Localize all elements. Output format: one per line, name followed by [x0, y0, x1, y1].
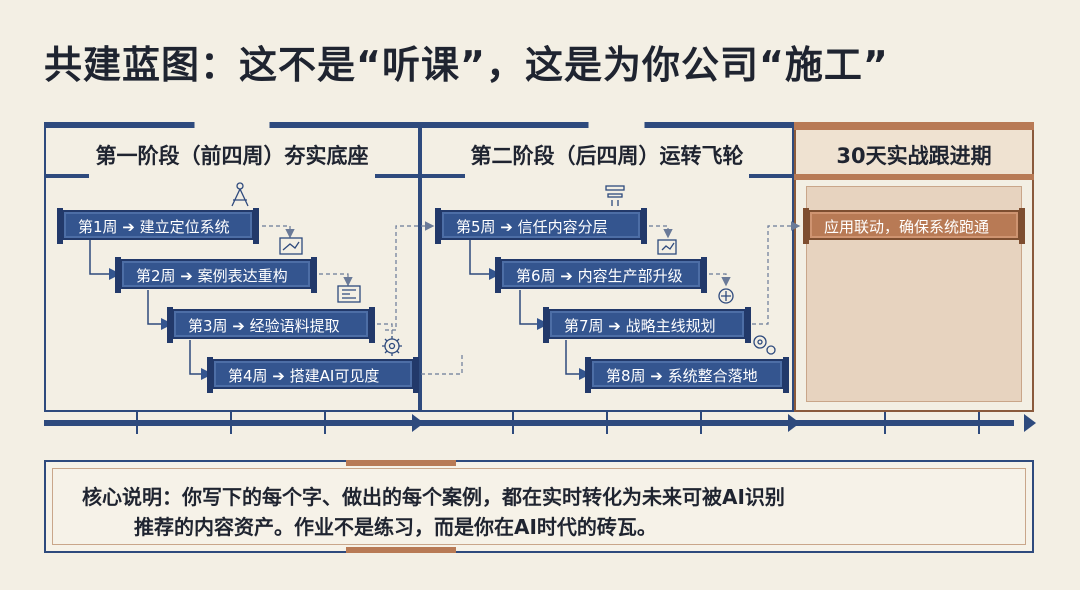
step-week-4: 第4周 ➔ 搭建AI可见度 — [212, 359, 414, 389]
step-week-3: 第3周 ➔ 经验语料提取 — [172, 309, 370, 339]
scroll-cap-left — [803, 208, 809, 244]
scroll-cap-left — [115, 257, 121, 293]
scroll-cap-right — [783, 357, 789, 393]
scroll-cap-right — [253, 208, 259, 244]
scroll-cap-left — [435, 208, 441, 244]
step-week-7: 第7周 ➔ 战略主线规划 — [548, 309, 746, 339]
step-label: 第5周 ➔ 信任内容分层 — [456, 218, 608, 236]
scroll-cap-left — [495, 257, 501, 293]
note-line-2: 推荐的内容资产。作业不是练习，而是你在AI时代的砖瓦。 — [82, 512, 1012, 542]
core-note-box: 核心说明：你写下的每个字、做出的每个案例，都在实时转化为未来可被AI识别 推荐的… — [44, 460, 1034, 553]
step-week-8: 第8周 ➔ 系统整合落地 — [590, 359, 784, 389]
scroll-cap-right — [1019, 208, 1025, 244]
note-line-1: 核心说明：你写下的每个字、做出的每个案例，都在实时转化为未来可被AI识别 — [82, 485, 785, 509]
gear-icon — [382, 336, 402, 356]
diagram-icon — [606, 186, 624, 206]
note-bottom-accent — [346, 547, 456, 553]
step-label: 第3周 ➔ 经验语料提取 — [188, 317, 340, 335]
step-follow-up: 应用联动，确保系统跑通 — [808, 210, 1020, 240]
scroll-cap-right — [701, 257, 707, 293]
chart-icon — [658, 240, 676, 254]
step-label: 第6周 ➔ 内容生产部升级 — [516, 267, 683, 285]
scroll-cap-left — [543, 307, 549, 343]
note-top-accent — [346, 460, 456, 466]
gears-icon — [754, 336, 775, 354]
scroll-cap-left — [167, 307, 173, 343]
core-note-text: 核心说明：你写下的每个字、做出的每个案例，都在实时转化为未来可被AI识别 推荐的… — [82, 482, 1012, 542]
step-week-1: 第1周 ➔ 建立定位系统 — [62, 210, 254, 240]
scroll-cap-right — [745, 307, 751, 343]
scroll-cap-right — [369, 307, 375, 343]
step-label: 第7周 ➔ 战略主线规划 — [564, 317, 716, 335]
step-label: 第4周 ➔ 搭建AI可见度 — [228, 367, 379, 385]
scroll-cap-right — [641, 208, 647, 244]
blueprint-icon — [280, 238, 302, 254]
step-week-2: 第2周 ➔ 案例表达重构 — [120, 259, 312, 289]
timeline-bar — [44, 412, 1036, 434]
step-label: 第8周 ➔ 系统整合落地 — [606, 367, 758, 385]
compass-icon — [232, 183, 248, 206]
step-label: 第2周 ➔ 案例表达重构 — [136, 267, 288, 285]
scroll-cap-left — [585, 357, 591, 393]
scroll-cap-left — [57, 208, 63, 244]
scroll-cap-right — [413, 357, 419, 393]
step-week-6: 第6周 ➔ 内容生产部升级 — [500, 259, 702, 289]
step-label: 应用联动，确保系统跑通 — [824, 218, 989, 236]
step-week-5: 第5周 ➔ 信任内容分层 — [440, 210, 642, 240]
network-icon — [719, 289, 733, 303]
scroll-cap-right — [311, 257, 317, 293]
floorplan-icon — [338, 286, 360, 302]
step-label: 第1周 ➔ 建立定位系统 — [78, 218, 230, 236]
scroll-cap-left — [207, 357, 213, 393]
